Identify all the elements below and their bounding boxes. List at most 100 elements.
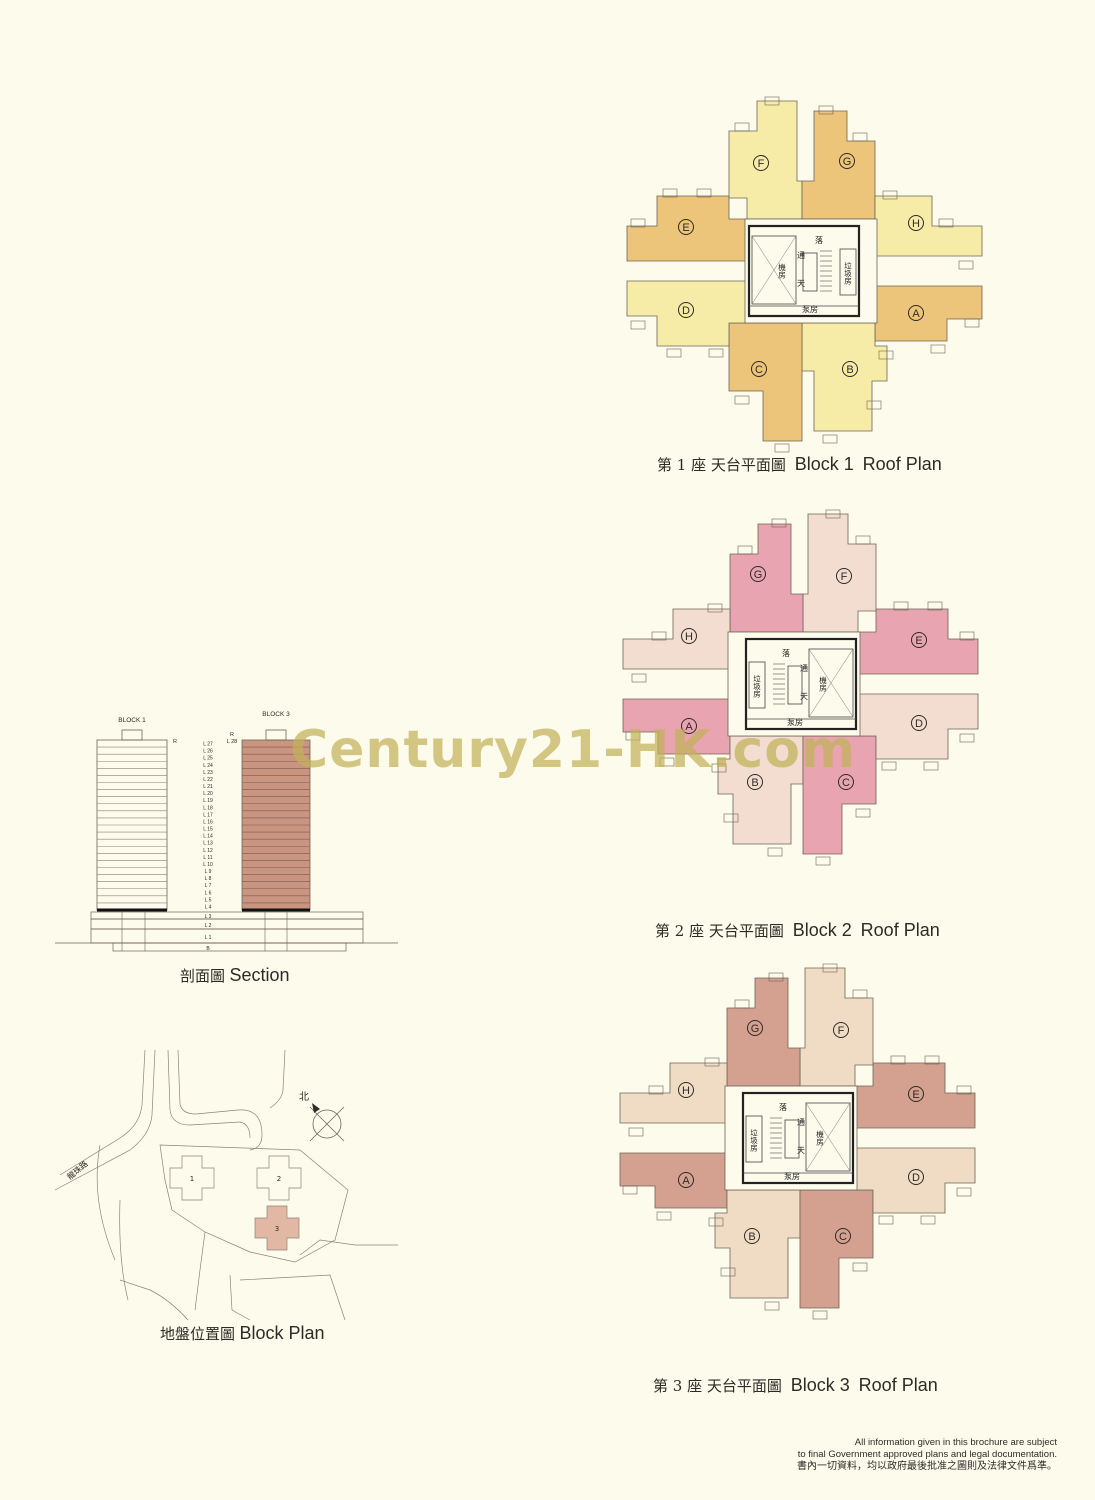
machine-room-cross: [805, 1102, 851, 1172]
unit-label-d: D: [682, 305, 690, 317]
unit-marker-e: [908, 1086, 924, 1102]
road-edge: [237, 1109, 263, 1151]
unit-f: [799, 967, 874, 1087]
block1-caption: 第 1 座 天台平面圖 Block 1 Roof Plan: [657, 454, 942, 475]
core-label: 機房: [777, 262, 786, 280]
block3-caption-plan: Roof Plan: [858, 1375, 938, 1395]
balcony: [956, 1187, 972, 1197]
section-floor-label: L 6: [205, 890, 212, 896]
section-floor-label: L 5: [205, 897, 212, 903]
section-podium-label: L 1: [205, 935, 212, 941]
unit-label-e: E: [682, 222, 689, 234]
unit-marker-h: [908, 215, 924, 231]
unit-h: [874, 195, 983, 257]
unit-label-f: F: [841, 571, 848, 583]
section-floor-label: L 19: [203, 798, 213, 804]
section-floor-label: L 8: [205, 876, 212, 882]
disclaimer-line-3: 書內一切資料，均以政府最後批准之圖則及法律文件爲準。: [797, 1461, 1057, 1472]
plan-geometry: [626, 96, 983, 453]
unit-label-h: H: [912, 218, 920, 230]
section-caption-zh: 剖面圖: [180, 967, 226, 985]
unit-marker-a: [908, 305, 924, 321]
balcony: [956, 1085, 972, 1095]
site-road: [119, 1199, 129, 1301]
section-roof-level: L 28: [227, 739, 238, 745]
section-floor-label: L 22: [203, 777, 213, 783]
section-floor-label: L 11: [203, 855, 212, 861]
section-roof-tag: R: [173, 739, 177, 745]
north-arrow-line: [309, 1106, 345, 1142]
north-label: 北: [299, 1091, 309, 1103]
balcony: [818, 105, 834, 115]
unit-h: [622, 608, 731, 670]
unit-c: [728, 322, 803, 442]
site-road: [229, 1274, 251, 1321]
section-block1-label: BLOCK 1: [118, 717, 146, 724]
north-arrow-circle: [312, 1109, 342, 1139]
balcony: [964, 318, 980, 328]
section-podium-label: L 3: [205, 914, 212, 920]
core-wall: [747, 224, 861, 318]
core-label: 機房: [818, 675, 827, 693]
section-floor-label: L 25: [203, 756, 213, 762]
balcony: [822, 434, 838, 444]
core-label: 天: [797, 1146, 805, 1155]
machine-room: [805, 1102, 851, 1172]
block3-caption: 第 3 座 天台平面圖 Block 3 Roof Plan: [653, 1375, 938, 1396]
road-edge: [167, 1049, 241, 1126]
balcony: [662, 188, 678, 198]
balcony: [825, 509, 841, 519]
block-plan-caption-zh: 地盤位置圖: [160, 1325, 236, 1343]
balcony: [959, 733, 975, 743]
balcony: [708, 348, 724, 358]
unit-marker-d: [908, 1169, 924, 1185]
section-floor-label: L 26: [203, 749, 213, 755]
balcony: [930, 344, 946, 354]
unit-marker-f: [833, 1022, 849, 1038]
section-podium-label: L 2: [205, 923, 212, 929]
disclaimer-line-1: All information given in this brochure a…: [854, 1437, 1057, 1448]
light-well: [802, 252, 818, 292]
unit-label-b: B: [748, 1231, 755, 1243]
unit-marker-c: [838, 774, 854, 790]
block1-caption-plan: Roof Plan: [862, 454, 942, 474]
unit-label-b: B: [751, 777, 758, 789]
section-podium-label: B: [206, 946, 210, 952]
balcony: [734, 122, 750, 132]
site-road: [119, 1279, 189, 1321]
machine-room: [751, 235, 797, 305]
balcony: [696, 188, 712, 198]
section-caption-en: Section: [229, 965, 290, 985]
unit-label-f: F: [838, 1025, 845, 1037]
unit-label-g: G: [843, 156, 852, 168]
site-block-2: [256, 1155, 302, 1201]
section-floor-label: L 23: [203, 770, 213, 776]
unit-marker-b: [842, 361, 858, 377]
unit-b: [717, 735, 804, 845]
core-label: 垃圾房: [843, 260, 852, 285]
site-block-3: [254, 1205, 300, 1251]
section-floor-label: L 13: [203, 841, 213, 847]
balcony: [630, 218, 646, 228]
block2-caption-zh: 第 2 座 天台平面圖: [655, 922, 784, 940]
unit-h: [619, 1062, 728, 1124]
unit-g: [726, 977, 801, 1087]
block-plan-caption-en: Block Plan: [239, 1323, 325, 1343]
unit-e: [857, 608, 979, 675]
core-label: 機房: [815, 1129, 824, 1147]
section-block3-label: BLOCK 3: [262, 711, 290, 718]
unit-marker-g: [747, 1020, 763, 1036]
road-edge: [54, 1049, 156, 1191]
unit-label-a: A: [912, 308, 920, 320]
section-floor-label: L 14: [203, 834, 213, 840]
block3-caption-zh: 第 3 座 天台平面圖: [653, 1377, 782, 1395]
watermark: Century21-HK.com: [290, 720, 857, 780]
balcony: [855, 535, 871, 545]
light-well: [784, 1119, 800, 1159]
unit-label-g: G: [754, 569, 763, 581]
section-floor-label: L 18: [203, 805, 213, 811]
